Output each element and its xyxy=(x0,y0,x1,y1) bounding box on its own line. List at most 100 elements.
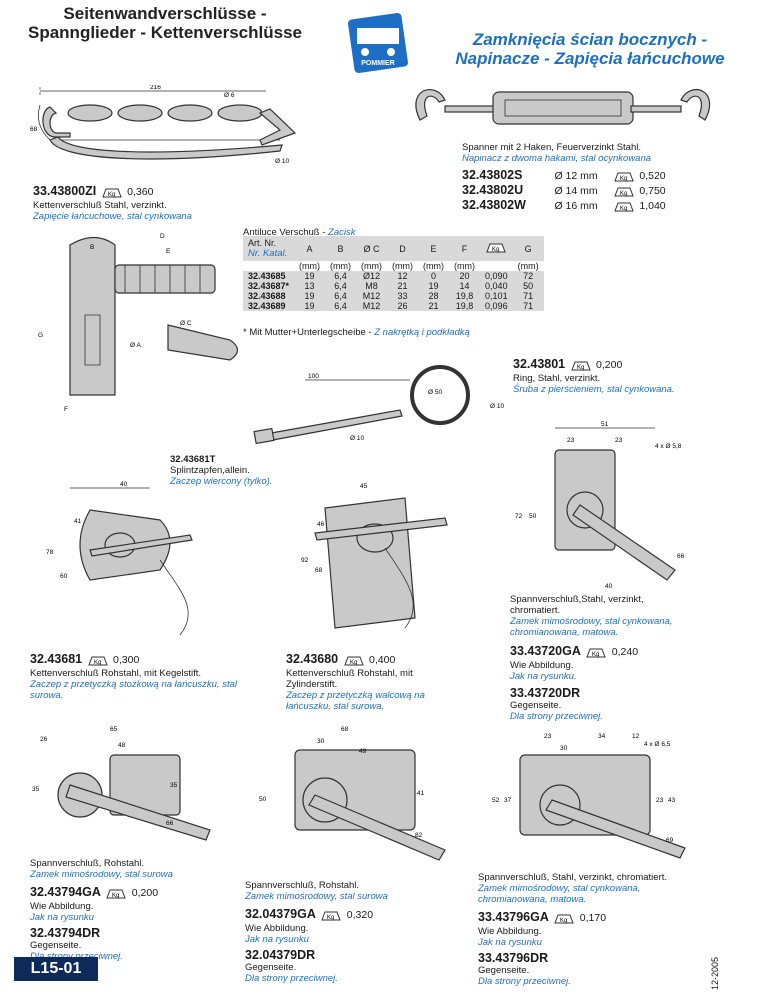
svg-text:68: 68 xyxy=(341,726,349,733)
desc-de: Ring, Stahl, verzinkt. xyxy=(513,373,601,384)
desc-de: Wie Abbildung. xyxy=(245,923,309,934)
cell: Ø12 xyxy=(363,271,381,281)
svg-text:46: 46 xyxy=(317,521,325,528)
desc-de: Kettenverschluß Rohstahl, mit Kegelstift… xyxy=(30,668,202,679)
svg-text:40: 40 xyxy=(120,481,128,488)
diameter: Ø 16 mm xyxy=(554,200,598,212)
note-de: * Mit Mutter+Unterlegscheibe - xyxy=(243,327,375,338)
part-number: 32.43680 xyxy=(286,652,339,666)
svg-text:92: 92 xyxy=(301,557,309,564)
desc-pl: Zamek mimośrodowy, stal surowa xyxy=(30,869,173,880)
svg-text:26: 26 xyxy=(40,736,48,743)
desc-de: Wie Abbildung. xyxy=(478,926,542,937)
cell: 32.43689 xyxy=(248,301,286,311)
desc-de: Gegenseite. xyxy=(478,965,530,976)
svg-text:52: 52 xyxy=(492,797,500,804)
weight-value: 1,040 xyxy=(639,200,666,212)
weight-icon: Kg xyxy=(613,199,635,212)
desc-de: Spannverschluß, Rohstahl. xyxy=(245,880,360,891)
cell: M12 xyxy=(362,291,381,301)
lock-43680-drawing: 45 46 92 68 xyxy=(301,483,448,629)
weight-value: 0,240 xyxy=(611,646,639,658)
lever-379-drawing: 68 30 49 50 41 82 xyxy=(259,726,446,861)
lever-796-drawing: 23 34 12 4 x Ø 6,5 30 52 37 23 43 69 xyxy=(492,733,686,859)
svg-text:Kg: Kg xyxy=(94,660,101,666)
cell: 0,040 xyxy=(485,281,508,291)
date-stamp: 12-2005 xyxy=(710,956,720,990)
cell: 26 xyxy=(397,301,408,311)
svg-text:Kg: Kg xyxy=(560,918,567,924)
col-header: Art. Nr. Nr. Katal. xyxy=(243,236,294,261)
cell: 19 xyxy=(304,271,315,281)
table-row: 32.43685 19 6,4 Ø12 12 0 20 0,090 72 xyxy=(243,271,544,281)
cell: 12 xyxy=(397,271,408,281)
cell: 0,101 xyxy=(485,291,508,301)
cell: 72 xyxy=(523,271,534,281)
cell: 6,4 xyxy=(334,281,347,291)
part-number: 32.43794DR xyxy=(30,926,101,940)
svg-text:82: 82 xyxy=(415,832,423,839)
weight-icon: Kg xyxy=(613,169,635,182)
tensioner-row: 32.43802U Ø 14 mm Kg 0,750 xyxy=(462,181,702,197)
svg-text:68: 68 xyxy=(315,567,323,574)
cell: 32.43688 xyxy=(248,291,286,301)
svg-text:POMMIER: POMMIER xyxy=(361,60,394,67)
svg-text:30: 30 xyxy=(560,745,568,752)
svg-text:30: 30 xyxy=(317,738,325,745)
page-title-de: Seitenwandverschlüsse - Spannglieder - K… xyxy=(28,4,302,42)
cell: 28 xyxy=(428,291,439,301)
cell: 0 xyxy=(431,271,437,281)
desc-de: Kettenverschluß Rohstahl, mit Zylinderst… xyxy=(286,668,413,690)
part-number: 33.43720GA xyxy=(510,644,581,658)
ring-bolt-drawing: 100 Ø 50 Ø 10 Ø 10 xyxy=(253,365,504,445)
col-header: A xyxy=(306,243,313,254)
cell: 13 xyxy=(304,281,315,291)
cell: 19,8 xyxy=(455,291,474,301)
weight-icon: Kg xyxy=(480,236,513,261)
svg-text:12: 12 xyxy=(632,733,640,740)
col-header: E xyxy=(430,243,437,254)
antiluce-spec-table: Art. Nr. Nr. Katal. A B Ø C D E F Kg G (… xyxy=(243,236,544,311)
cell: 32.43687* xyxy=(248,281,290,291)
svg-text:216: 216 xyxy=(150,85,161,91)
svg-text:Kg: Kg xyxy=(108,192,115,198)
svg-text:50: 50 xyxy=(259,796,267,803)
title-pl: Zacisk xyxy=(328,227,356,238)
svg-text:Kg: Kg xyxy=(592,652,599,658)
cell: 6,4 xyxy=(334,301,347,311)
weight-icon: Kg xyxy=(570,358,592,371)
weight-icon: Kg xyxy=(87,653,109,666)
svg-text:Ø 10: Ø 10 xyxy=(275,158,289,165)
desc-pl: Zaczep wiercony (tylko). xyxy=(170,476,273,487)
unit: (mm) xyxy=(454,261,476,271)
unit: (mm) xyxy=(392,261,414,271)
svg-text:40: 40 xyxy=(605,583,613,590)
tensioner-row: 32.43802W Ø 16 mm Kg 1,040 xyxy=(462,196,702,212)
ring-bolt-info: 32.43801 Kg 0,200 Ring, Stahl, verzinkt.… xyxy=(513,355,675,395)
part-number: 33.43796DR xyxy=(478,951,549,965)
lever-794-drawing: 65 26 48 35 35 66 xyxy=(32,726,211,841)
tensioner-drawing xyxy=(415,89,711,125)
svg-text:49: 49 xyxy=(359,748,367,755)
part-number: 32.43801 xyxy=(513,357,566,371)
unit: (mm) xyxy=(330,261,352,271)
chain-lock-drawing: 216 Ø 6 68 Ø 10 xyxy=(30,85,297,165)
lock-43681-drawing: 40 41 78 60 xyxy=(46,481,193,636)
weight-value: 0,170 xyxy=(579,912,607,924)
part-number: 32.43802S xyxy=(462,168,523,182)
svg-text:Ø C: Ø C xyxy=(180,320,192,327)
cell: 6,4 xyxy=(334,291,347,301)
desc-pl: Zamek mimośrodowy, stal cynkowana, chrom… xyxy=(510,616,673,638)
svg-text:41: 41 xyxy=(74,518,82,525)
part-number: 32.43681 xyxy=(30,652,83,666)
page-number-badge: L15-01 xyxy=(14,957,98,981)
desc-pl: Dla strony przeciwnej. xyxy=(478,976,571,987)
desc-pl: Śruba z pierścieniem, stal cynkowana. xyxy=(513,384,675,395)
col-header-pl: Nr. Katal. xyxy=(248,248,288,259)
desc-de: Gegenseite. xyxy=(30,940,82,951)
desc-pl: Dla strony przeciwnej. xyxy=(245,973,338,984)
col-header: Ø C xyxy=(363,243,380,254)
weight-icon: Kg xyxy=(101,185,123,198)
weight-value: 0,320 xyxy=(346,909,374,921)
cell: M12 xyxy=(362,301,381,311)
